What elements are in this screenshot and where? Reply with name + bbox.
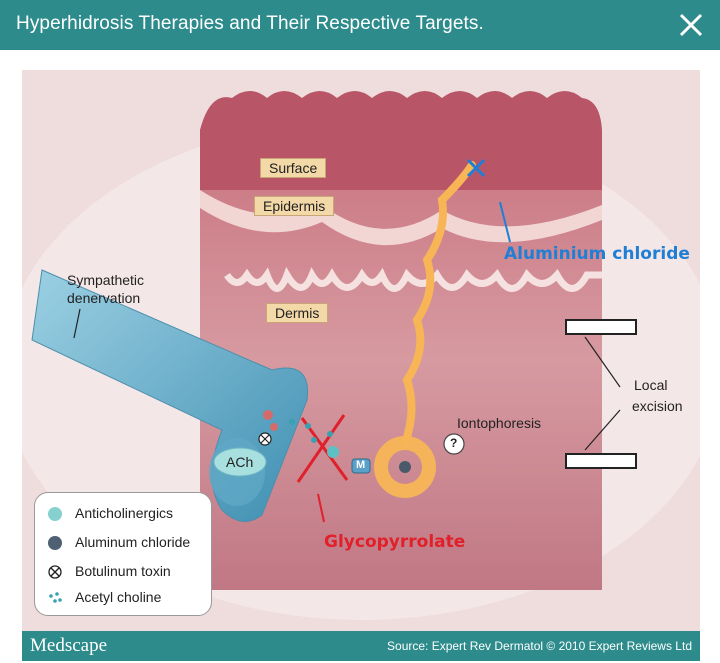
legend: Anticholinergics Aluminum chloride Botul… <box>34 492 212 616</box>
ach-label: ACh <box>226 454 254 470</box>
window-title: Hyperhidrosis Therapies and Their Respec… <box>16 13 484 34</box>
close-icon[interactable] <box>672 6 710 44</box>
dots-icon <box>49 592 62 603</box>
epidermis-label: Epidermis <box>254 196 335 216</box>
medscape-logo: Medscape <box>30 635 108 656</box>
local-excision-label-line1: Local <box>634 377 668 393</box>
local-excision-label-line2: excision <box>632 398 683 414</box>
dermis-label: Dermis <box>266 303 329 323</box>
sympathetic-label-line1: Sympathetic <box>67 272 145 288</box>
sympathetic-label-line2: denervation <box>67 290 141 306</box>
glycopyrrolate-annotation: Glycopyrrolate <box>324 532 466 552</box>
surface-label: Surface <box>260 158 327 178</box>
aluminium-chloride-annotation: Aluminium chloride <box>504 244 690 264</box>
circled-x-icon <box>48 565 62 579</box>
iontophoresis-label: Iontophoresis <box>457 415 542 431</box>
m-receptor-label: M <box>356 459 366 471</box>
dark-dot-icon <box>48 536 62 550</box>
footer-bar: Medscape Source: Expert Rev Dermatol © 2… <box>22 631 700 661</box>
teal-dot-icon <box>48 507 62 521</box>
title-bar: Hyperhidrosis Therapies and Their Respec… <box>0 0 720 50</box>
source-citation: Source: Expert Rev Dermatol © 2010 Exper… <box>387 639 692 653</box>
question-icon: ? <box>450 436 458 450</box>
